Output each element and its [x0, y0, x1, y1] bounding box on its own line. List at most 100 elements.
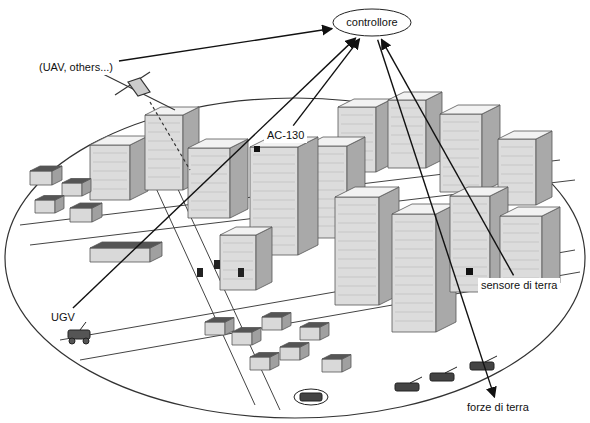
window-row	[391, 135, 423, 136]
unit-label: forze di terra	[467, 401, 529, 414]
building-face	[392, 204, 456, 214]
window-row	[223, 243, 253, 244]
window-row	[191, 183, 227, 184]
building-face	[500, 207, 560, 216]
window-row	[395, 294, 433, 295]
window-row	[148, 177, 180, 178]
window-row	[395, 258, 433, 259]
window-row	[395, 249, 433, 250]
window-row	[395, 285, 433, 286]
building-face	[188, 139, 248, 148]
window-row	[503, 251, 539, 252]
window-row	[191, 201, 227, 202]
window-row	[148, 132, 180, 133]
window-row	[338, 241, 376, 242]
building-face	[536, 131, 552, 205]
window-row	[191, 192, 227, 193]
house-face	[70, 208, 92, 222]
ugv-vehicle	[68, 322, 90, 344]
house-face	[232, 328, 261, 333]
window-row	[191, 210, 227, 211]
window-row	[395, 321, 433, 322]
window-row	[148, 123, 180, 124]
window-row	[338, 205, 376, 206]
house-face	[35, 196, 64, 201]
window-row	[223, 279, 253, 280]
house-face	[280, 343, 309, 348]
building-face	[338, 99, 392, 107]
window-row	[341, 115, 373, 116]
house-face	[250, 357, 270, 370]
window-row	[191, 174, 227, 175]
window-row	[148, 141, 180, 142]
window-row	[338, 295, 376, 296]
window-row	[253, 209, 295, 210]
house-face	[300, 323, 329, 328]
house-face	[30, 166, 62, 171]
window-row	[338, 286, 376, 287]
window-row	[503, 260, 539, 261]
window-row	[391, 153, 423, 154]
window-row	[253, 173, 295, 174]
building-face	[90, 136, 148, 145]
window-row	[253, 200, 295, 201]
window-row	[341, 133, 373, 134]
window-row	[338, 214, 376, 215]
window-row	[191, 156, 227, 157]
window-row	[338, 268, 376, 269]
window-row	[253, 164, 295, 165]
ground-forces-vehicles	[294, 356, 497, 405]
house-face	[62, 183, 82, 196]
window-row	[453, 249, 487, 250]
window-row	[338, 259, 376, 260]
window-row	[501, 147, 533, 148]
window-row	[395, 240, 433, 241]
house-face	[62, 179, 91, 184]
window-row	[341, 124, 373, 125]
window-row	[391, 126, 423, 127]
window-row	[338, 232, 376, 233]
window-row	[453, 213, 487, 214]
building-face	[256, 227, 272, 290]
building-face	[335, 197, 379, 305]
window-row	[391, 108, 423, 109]
house-face	[300, 327, 320, 340]
window-row	[501, 165, 533, 166]
house-face	[35, 200, 55, 213]
window-row	[501, 156, 533, 157]
window-row	[453, 267, 487, 268]
control-link	[119, 29, 332, 61]
house-face	[280, 347, 300, 360]
window-row	[148, 159, 180, 160]
window-row	[253, 155, 295, 156]
window-row	[223, 252, 253, 253]
window-row	[338, 277, 376, 278]
house-face	[262, 313, 291, 318]
control-link	[73, 38, 356, 308]
window-row	[453, 258, 487, 259]
window-row	[501, 183, 533, 184]
house-face	[322, 355, 351, 360]
small-units	[197, 260, 244, 277]
ellipse-shape	[333, 9, 411, 36]
building-face	[230, 139, 248, 218]
building-face	[450, 187, 508, 196]
house-face	[262, 317, 282, 330]
window-row	[453, 240, 487, 241]
window-row	[395, 312, 433, 313]
window-row	[395, 231, 433, 232]
window-row	[503, 224, 539, 225]
window-row	[253, 218, 295, 219]
building-face	[220, 235, 256, 290]
house-face	[90, 248, 150, 262]
window-row	[395, 267, 433, 268]
window-row	[443, 122, 479, 123]
building-face	[188, 148, 230, 218]
house-face	[232, 332, 252, 345]
house-face	[30, 171, 52, 185]
window-row	[443, 149, 479, 150]
window-row	[503, 242, 539, 243]
ground-sensor-symbol	[254, 146, 473, 275]
control-link	[378, 40, 495, 397]
